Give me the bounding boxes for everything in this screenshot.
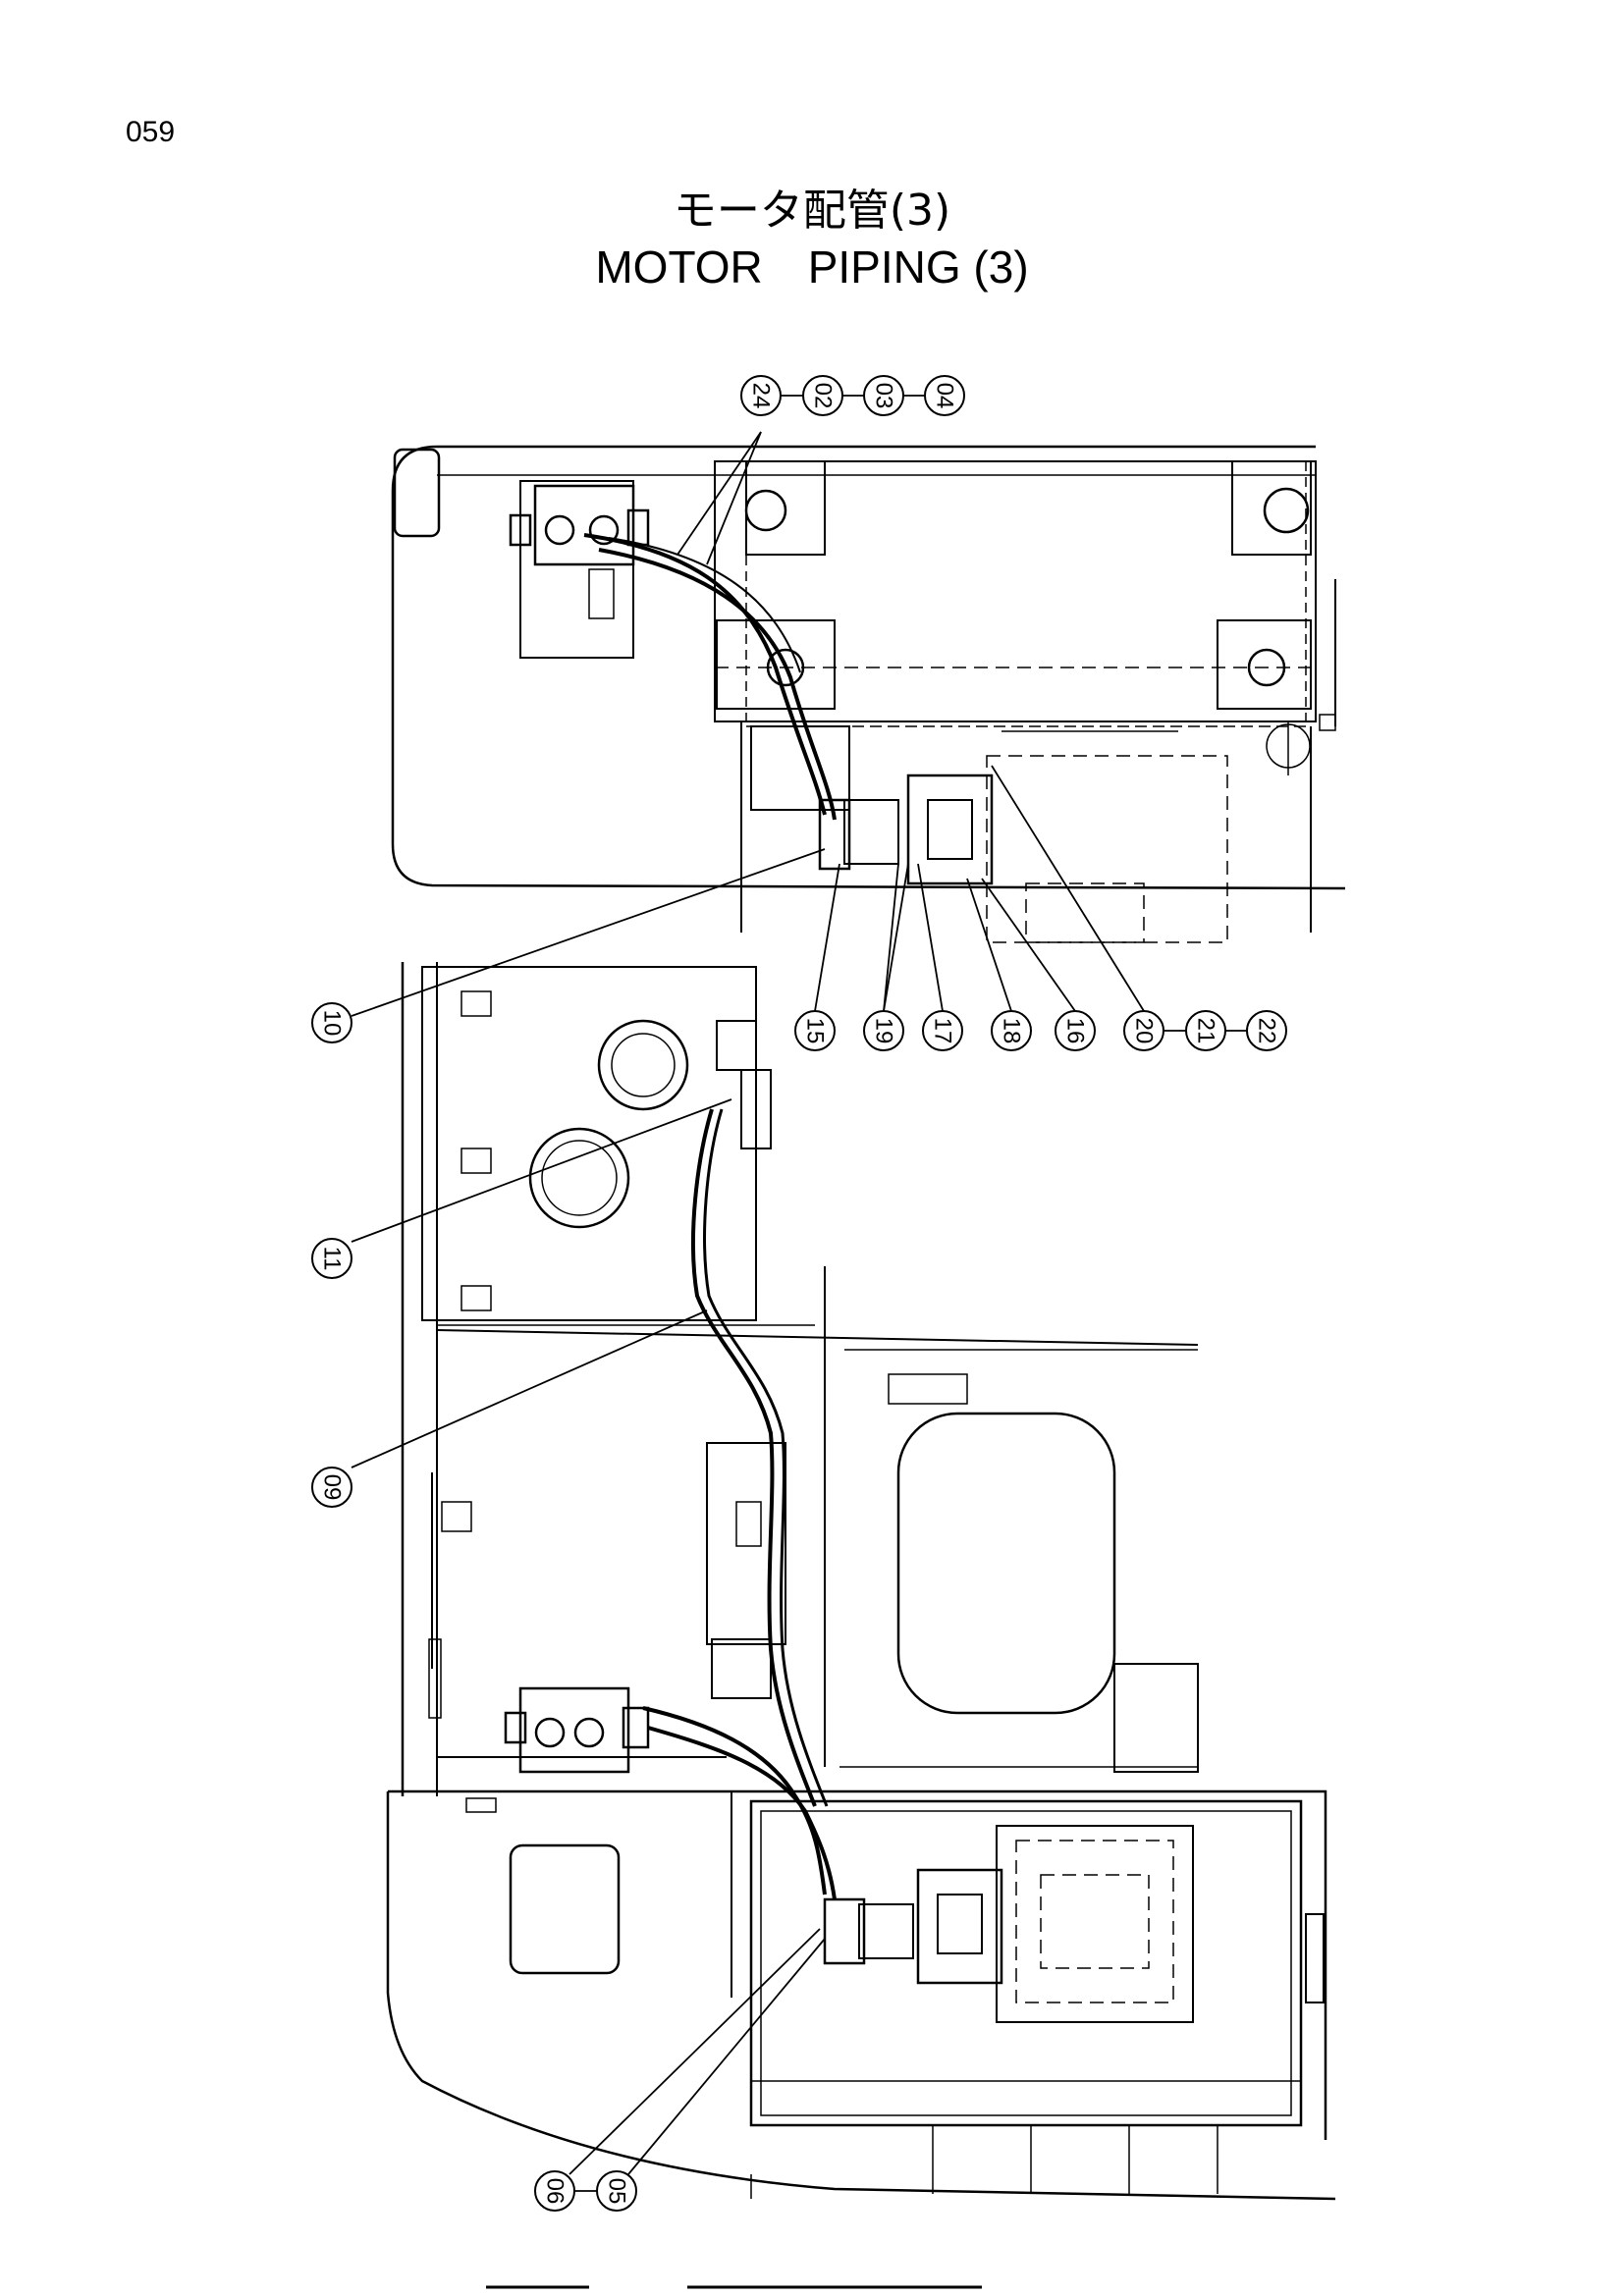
callout-label-02: 02 [810, 383, 837, 409]
callout-label-04: 04 [932, 383, 958, 409]
callout-19: 19 [863, 1010, 904, 1051]
title-english: MOTOR PIPING (3) [595, 241, 1029, 293]
leader-lines [351, 431, 1145, 2175]
callout-05: 05 [596, 2170, 637, 2212]
callout-label-03: 03 [871, 383, 897, 409]
callout-label-22: 22 [1254, 1018, 1280, 1044]
callout-label-09: 09 [319, 1474, 346, 1501]
callout-label-10: 10 [319, 1010, 346, 1037]
callout-15: 15 [794, 1010, 836, 1051]
diagram-linework [386, 445, 1346, 2201]
callout-label-16: 16 [1062, 1018, 1089, 1044]
callout-22: 22 [1246, 1010, 1287, 1051]
callout-04: 04 [924, 375, 965, 416]
callout-16: 16 [1055, 1010, 1096, 1051]
callout-label-21: 21 [1193, 1018, 1219, 1044]
callout-label-05: 05 [604, 2178, 630, 2205]
callout-label-19: 19 [871, 1018, 897, 1044]
callout-21: 21 [1185, 1010, 1226, 1051]
callout-17: 17 [922, 1010, 963, 1051]
callout-label-15: 15 [802, 1018, 829, 1044]
callout-24: 24 [740, 375, 782, 416]
callout-20: 20 [1123, 1010, 1164, 1051]
callout-11: 11 [311, 1238, 352, 1279]
page-number: 059 [126, 116, 176, 148]
callout-09: 09 [311, 1467, 352, 1508]
callout-18: 18 [991, 1010, 1032, 1051]
callout-label-06: 06 [542, 2178, 568, 2205]
callout-label-17: 17 [930, 1018, 956, 1044]
callout-label-11: 11 [319, 1247, 346, 1271]
title-japanese: モータ配管(3) [673, 186, 951, 236]
callout-label-24: 24 [748, 383, 775, 409]
callout-label-20: 20 [1131, 1018, 1158, 1044]
callout-10: 10 [311, 1002, 352, 1043]
callout-03: 03 [863, 375, 904, 416]
callout-label-18: 18 [999, 1018, 1025, 1044]
callout-06: 06 [534, 2170, 575, 2212]
callout-02: 02 [802, 375, 843, 416]
